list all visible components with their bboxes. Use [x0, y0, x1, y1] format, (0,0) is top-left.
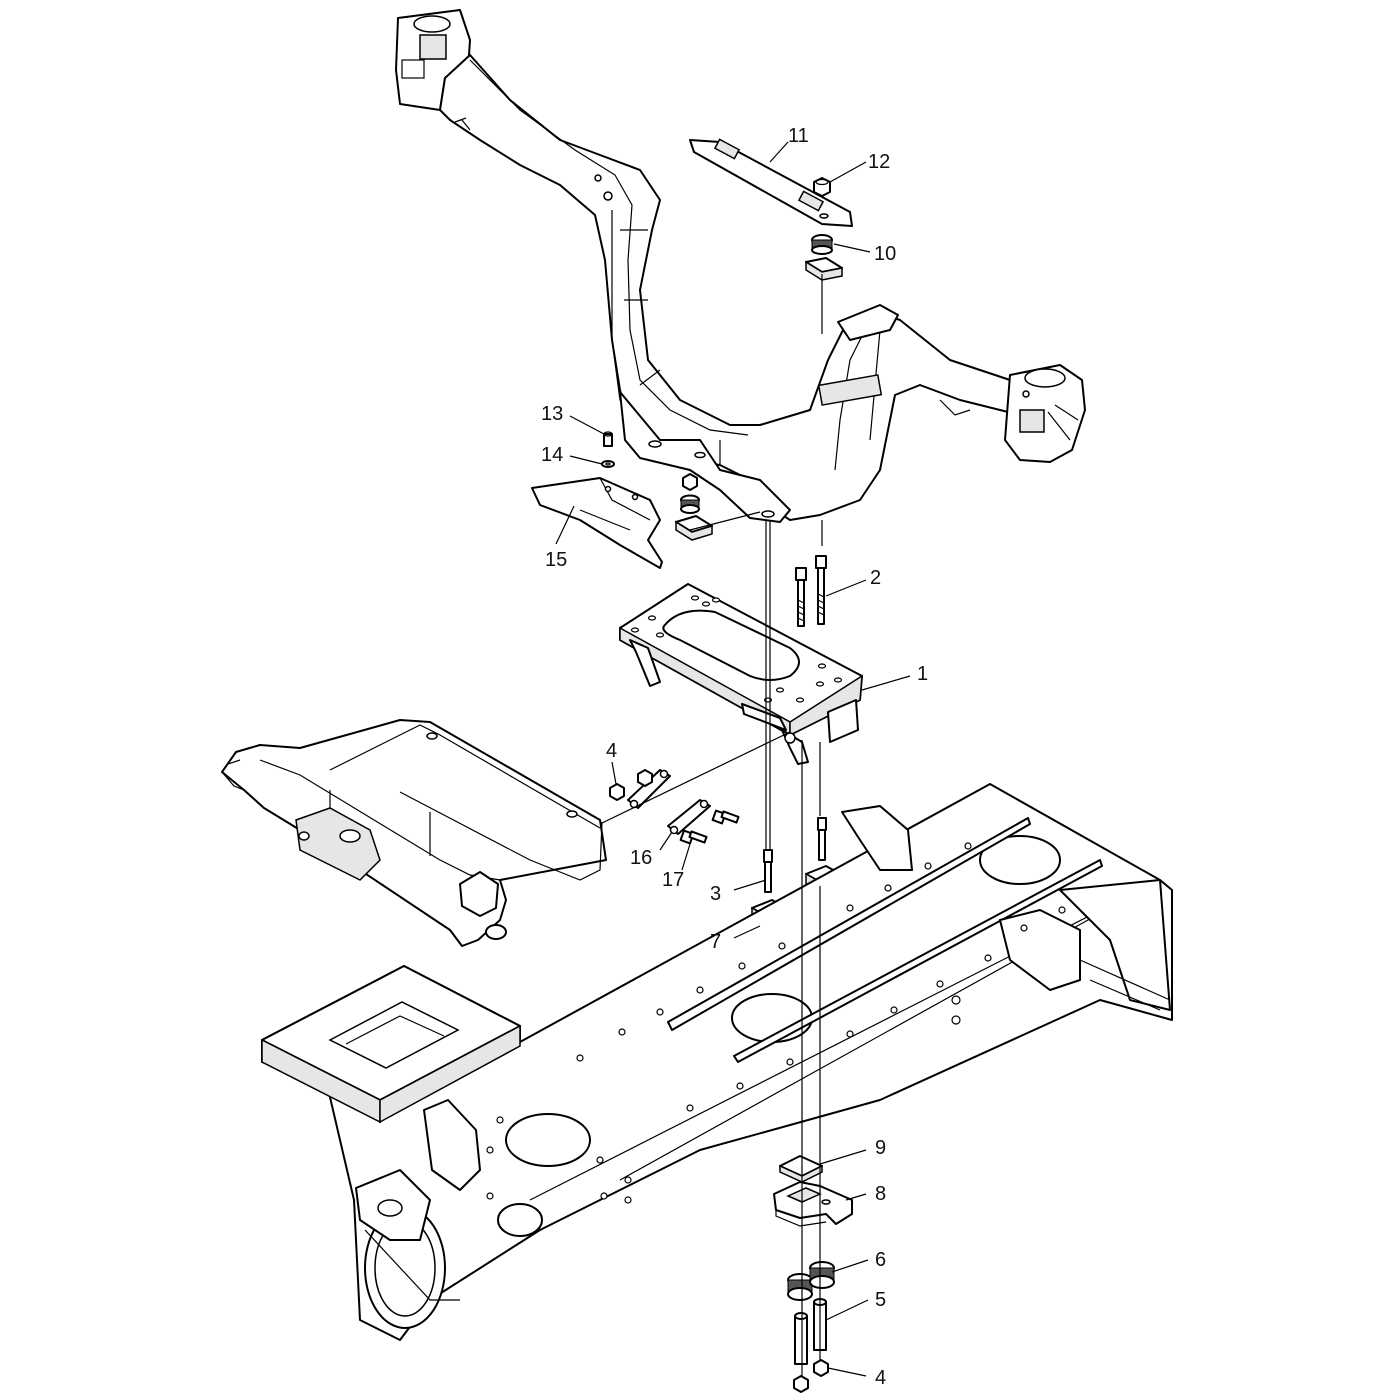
part-13-screw: [603, 431, 613, 447]
side-cradle: [221, 719, 607, 947]
callout-10: 10: [874, 243, 896, 265]
assembly-lines: [599, 274, 823, 1376]
callout-2: 2: [870, 567, 881, 589]
part-17-bolts: [679, 809, 740, 845]
callout-9: 9: [875, 1137, 886, 1159]
part-2-bolts: [795, 555, 827, 627]
upper-cross-member: [395, 9, 1086, 523]
callout-7: 7: [710, 931, 721, 953]
callout-13: 13: [541, 403, 563, 425]
part-16-links: [627, 769, 711, 835]
callout-16: 16: [630, 847, 652, 869]
main-chassis: [261, 783, 1173, 1341]
callout-17: 17: [662, 869, 684, 891]
callout-labels: 1 2 3 4 4 5 6 7 8 9 10 11 12 13 14 15 16…: [541, 125, 928, 1389]
part-11-strap: [689, 138, 853, 227]
part-12-nut: [813, 177, 831, 197]
callout-8: 8: [875, 1183, 886, 1205]
part-3-bolts: [763, 817, 827, 893]
callout-15: 15: [545, 549, 567, 571]
callout-leaders: [555, 141, 911, 1377]
callout-11: 11: [788, 125, 809, 147]
part-4-nut-upper: [609, 783, 625, 801]
part-4-nuts-lower: [793, 1359, 829, 1393]
callout-4-lower: 4: [875, 1367, 886, 1389]
callout-3: 3: [710, 883, 721, 905]
part-14-washer: [601, 460, 615, 468]
callout-14: 14: [541, 444, 563, 466]
part-9-pad: [779, 1155, 823, 1183]
part-1-mounting-plate: [619, 583, 863, 765]
part-15-cover-plate: [531, 477, 663, 569]
rubber-mount-left: [675, 473, 713, 541]
part-10-rubber-mount: [805, 234, 843, 281]
callout-4-upper: 4: [606, 740, 617, 762]
callout-12: 12: [868, 151, 890, 173]
part-5-sleeves: [794, 1298, 827, 1365]
callout-5: 5: [875, 1289, 886, 1311]
part-6-rubber-mounts: [787, 1261, 835, 1301]
part-8-bracket: [773, 1181, 853, 1227]
callout-6: 6: [875, 1249, 886, 1271]
callout-1: 1: [917, 663, 928, 685]
